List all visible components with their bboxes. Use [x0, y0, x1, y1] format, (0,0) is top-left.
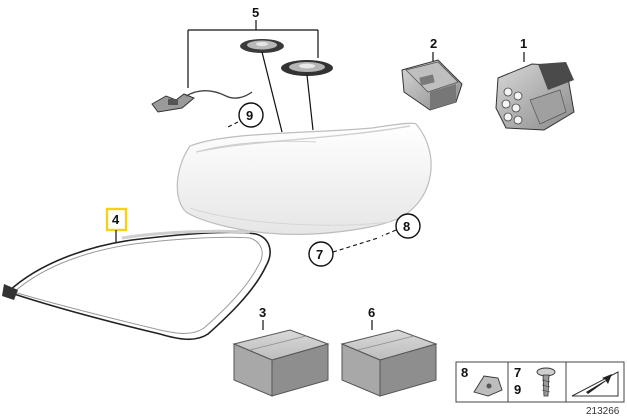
callout-9: 9 — [225, 102, 264, 129]
legend-clip-nut: 8 — [461, 365, 503, 397]
label-4: 4 — [112, 212, 120, 227]
label-9: 9 — [246, 108, 253, 123]
legend-label-9: 9 — [514, 382, 521, 397]
part-4-trim-frame — [2, 229, 271, 341]
hardware-legend: 8 7 9 — [455, 361, 625, 403]
part-1-led-module: 1 — [495, 36, 575, 131]
legend-arrow-symbol — [571, 371, 619, 397]
part-3-box: 3 — [232, 305, 330, 397]
legend-screw: 7 9 — [514, 365, 556, 397]
label-6: 6 — [368, 305, 375, 320]
legend-label-7: 7 — [514, 365, 521, 380]
legend-label-8: 8 — [461, 365, 468, 380]
headlight-lens — [176, 122, 432, 235]
callout-8: 8 — [381, 213, 421, 239]
part-6-box: 6 — [340, 305, 438, 397]
callout-4: 4 — [105, 207, 128, 242]
label-8: 8 — [403, 219, 410, 234]
reference-number: 213266 — [586, 406, 620, 417]
label-3: 3 — [259, 305, 266, 320]
label-2: 2 — [430, 36, 437, 51]
cap-lower — [281, 60, 333, 131]
wiring-harness — [151, 90, 253, 113]
label-7: 7 — [316, 247, 323, 262]
label-1: 1 — [520, 36, 527, 51]
label-5: 5 — [252, 5, 259, 20]
callout-5: 5 — [187, 5, 319, 88]
cap-upper — [240, 39, 284, 133]
part-2-module: 2 — [401, 36, 463, 111]
callout-7: 7 — [308, 237, 379, 267]
